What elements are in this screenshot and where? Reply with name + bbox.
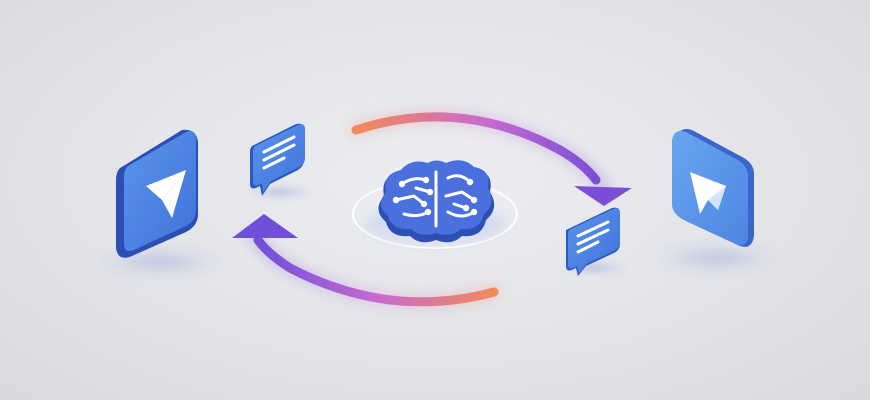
arrow-head-top [574, 186, 632, 206]
curved-arrow-top [349, 109, 632, 206]
curved-arrow-bottom [232, 214, 501, 309]
left-app-tile [98, 129, 222, 274]
right-app-tile [656, 129, 776, 270]
paper-plane-icon [690, 172, 726, 214]
message-bubble-left [246, 123, 314, 199]
paper-plane-icon [146, 170, 186, 218]
center-brain [349, 160, 521, 252]
chat-lines-icon [576, 220, 610, 254]
arrow-head-bottom [232, 214, 298, 238]
chat-lines-icon [262, 135, 296, 170]
message-bubble-right [560, 207, 628, 276]
circuit-nodes [392, 176, 478, 216]
